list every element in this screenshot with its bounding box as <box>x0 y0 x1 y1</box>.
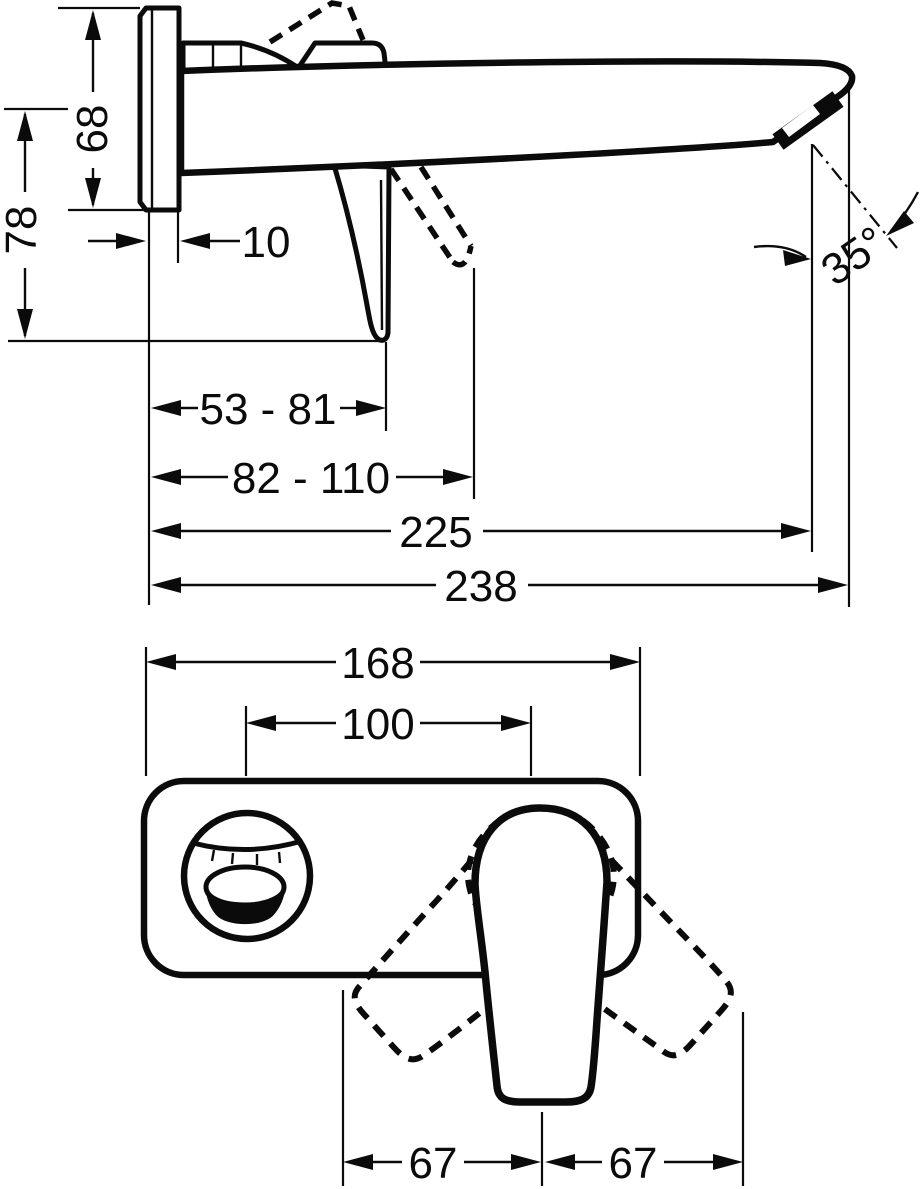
dim-escutcheon-depth: 10 <box>88 218 290 267</box>
aerator-slot <box>782 105 820 137</box>
arrowhead-up <box>17 111 33 141</box>
arrowhead-right <box>511 1154 541 1170</box>
handle-front <box>471 804 611 1106</box>
dim-handle-swing-left: 67 <box>343 1139 541 1188</box>
arrowhead-left <box>151 400 181 416</box>
dim-total-reach: 238 <box>151 562 848 611</box>
outlet-hole <box>205 883 286 925</box>
outlet-ticks <box>210 849 282 865</box>
escutcheon-side <box>137 5 182 213</box>
dim-lever-projection-closed: 53 - 81 <box>151 385 386 434</box>
arrowhead-left <box>545 1154 575 1170</box>
arrowhead-down <box>17 309 33 339</box>
dim-label-82-110: 82 - 110 <box>232 454 390 503</box>
side-view: 68 78 10 53 - 81 <box>0 0 920 611</box>
dim-outlet-to-lever: 78 <box>0 111 46 339</box>
extension-lines-side <box>4 6 851 607</box>
dim-label-78: 78 <box>0 206 46 255</box>
dim-label-53-81: 53 - 81 <box>200 385 337 434</box>
dim-label-67-left: 67 <box>409 1139 458 1188</box>
arrowhead-left <box>151 577 181 593</box>
arrowhead-right <box>610 654 640 670</box>
dim-reach-aerator: 225 <box>151 508 811 557</box>
arrowhead-right <box>116 233 146 249</box>
arrowhead-right <box>783 250 811 266</box>
arrowhead-up <box>85 10 101 40</box>
lever-inner-line <box>379 179 384 331</box>
arrowhead-left <box>151 469 181 485</box>
arrowhead-left <box>151 523 181 539</box>
arrowhead-left <box>180 233 210 249</box>
arrowhead-left <box>343 1154 373 1170</box>
arrowhead-right <box>356 400 386 416</box>
extension-lines-front <box>144 647 745 1186</box>
spout-side <box>177 58 856 177</box>
arrowhead-down-left <box>886 211 914 236</box>
dim-label-35deg: 35° <box>813 217 896 295</box>
handle-grip-open-dashed <box>268 0 366 45</box>
lever-side <box>331 162 392 343</box>
dim-label-67-right: 67 <box>609 1139 658 1188</box>
dim-label-100: 100 <box>341 700 414 749</box>
dim-escutcheon-height: 68 <box>68 10 117 208</box>
aerator-side <box>772 91 844 150</box>
spray-centerline <box>812 144 898 249</box>
handle-swing-left-dashed <box>351 806 617 1063</box>
outlet-chord <box>192 838 303 853</box>
spout-outlet-front <box>180 809 314 943</box>
dim-lever-projection-open: 82 - 110 <box>151 454 473 503</box>
arrowhead-left <box>246 715 276 731</box>
arrowhead-right <box>501 715 531 731</box>
dim-label-68: 68 <box>68 105 117 154</box>
dim-handle-swing-right: 67 <box>545 1139 743 1188</box>
lever-open-dashed <box>388 165 474 268</box>
arrowhead-right <box>443 469 473 485</box>
dim-escutcheon-width: 168 <box>146 639 640 688</box>
arrowhead-right <box>713 1154 743 1170</box>
arrowhead-down <box>85 178 101 208</box>
arrowhead-left <box>146 654 176 670</box>
dim-label-168: 168 <box>341 639 414 688</box>
front-view: 168 100 67 67 <box>140 639 745 1188</box>
arrowhead-right <box>818 577 848 593</box>
dim-spout-handle-distance: 100 <box>246 700 531 749</box>
dim-label-238: 238 <box>444 562 517 611</box>
arrowhead-right <box>781 523 811 539</box>
dim-label-10: 10 <box>242 218 291 267</box>
dim-label-225: 225 <box>399 508 472 557</box>
